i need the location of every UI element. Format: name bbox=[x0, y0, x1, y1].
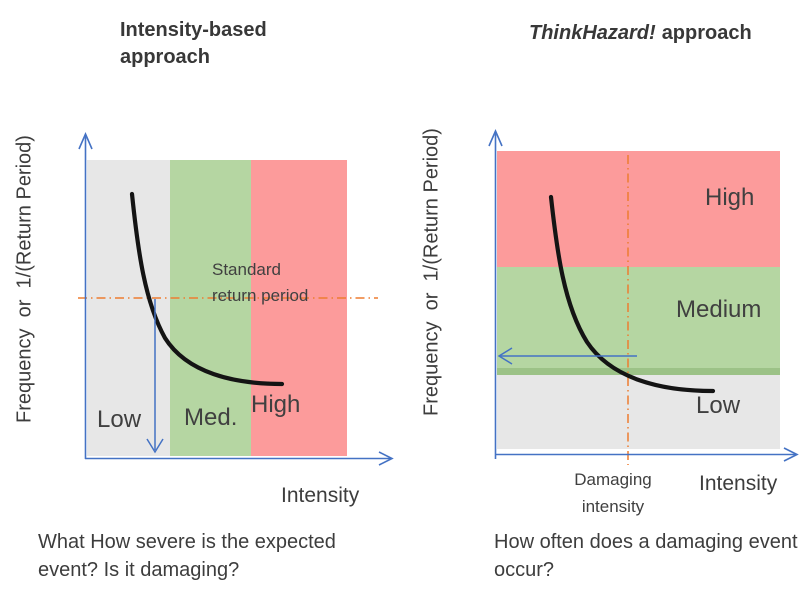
right-title-rest: approach bbox=[661, 22, 752, 44]
right-y-axis-label: Frequency or 1/(Return Period) bbox=[420, 128, 443, 416]
left-zone-low-label: Low bbox=[97, 406, 142, 433]
right-x-axis-arrowhead bbox=[783, 447, 799, 462]
thinkhazard-brand: ThinkHazard! bbox=[529, 22, 656, 44]
right-x-axis-label: Intensity bbox=[699, 472, 778, 495]
right-caption: How often does a damaging event occur? bbox=[494, 531, 798, 582]
left-y-axis-arrowhead bbox=[78, 131, 93, 150]
right-panel-title: ThinkHazard!approach bbox=[529, 20, 752, 47]
right-zone-high-label: High bbox=[705, 184, 755, 211]
left-caption: What How severe is the expected event? I… bbox=[38, 531, 336, 582]
left-y-axis-label: Frequency or 1/(Return Period) bbox=[13, 135, 36, 423]
right-zone-low-label: Low bbox=[696, 392, 741, 419]
right-zone-medium-label: Medium bbox=[676, 296, 762, 323]
left-zone-high-label: High bbox=[251, 391, 301, 418]
right-y-axis-arrowhead bbox=[488, 128, 503, 147]
left-standard-return-period-label: Standard return period bbox=[212, 260, 309, 306]
left-drop-arrow-head bbox=[146, 438, 164, 454]
left-panel-title: Intensity-based approach bbox=[120, 19, 267, 68]
left-x-axis-label: Intensity bbox=[281, 484, 360, 507]
left-zone-med-label: Med. bbox=[184, 404, 238, 431]
right-frequency-arrow-head bbox=[497, 347, 513, 365]
left-x-axis-arrowhead bbox=[378, 451, 394, 466]
right-damaging-intensity-label: Damaging intensity bbox=[574, 470, 652, 517]
right-zone-medium-edge-band bbox=[497, 368, 780, 375]
right-hazard-curve bbox=[548, 194, 716, 394]
